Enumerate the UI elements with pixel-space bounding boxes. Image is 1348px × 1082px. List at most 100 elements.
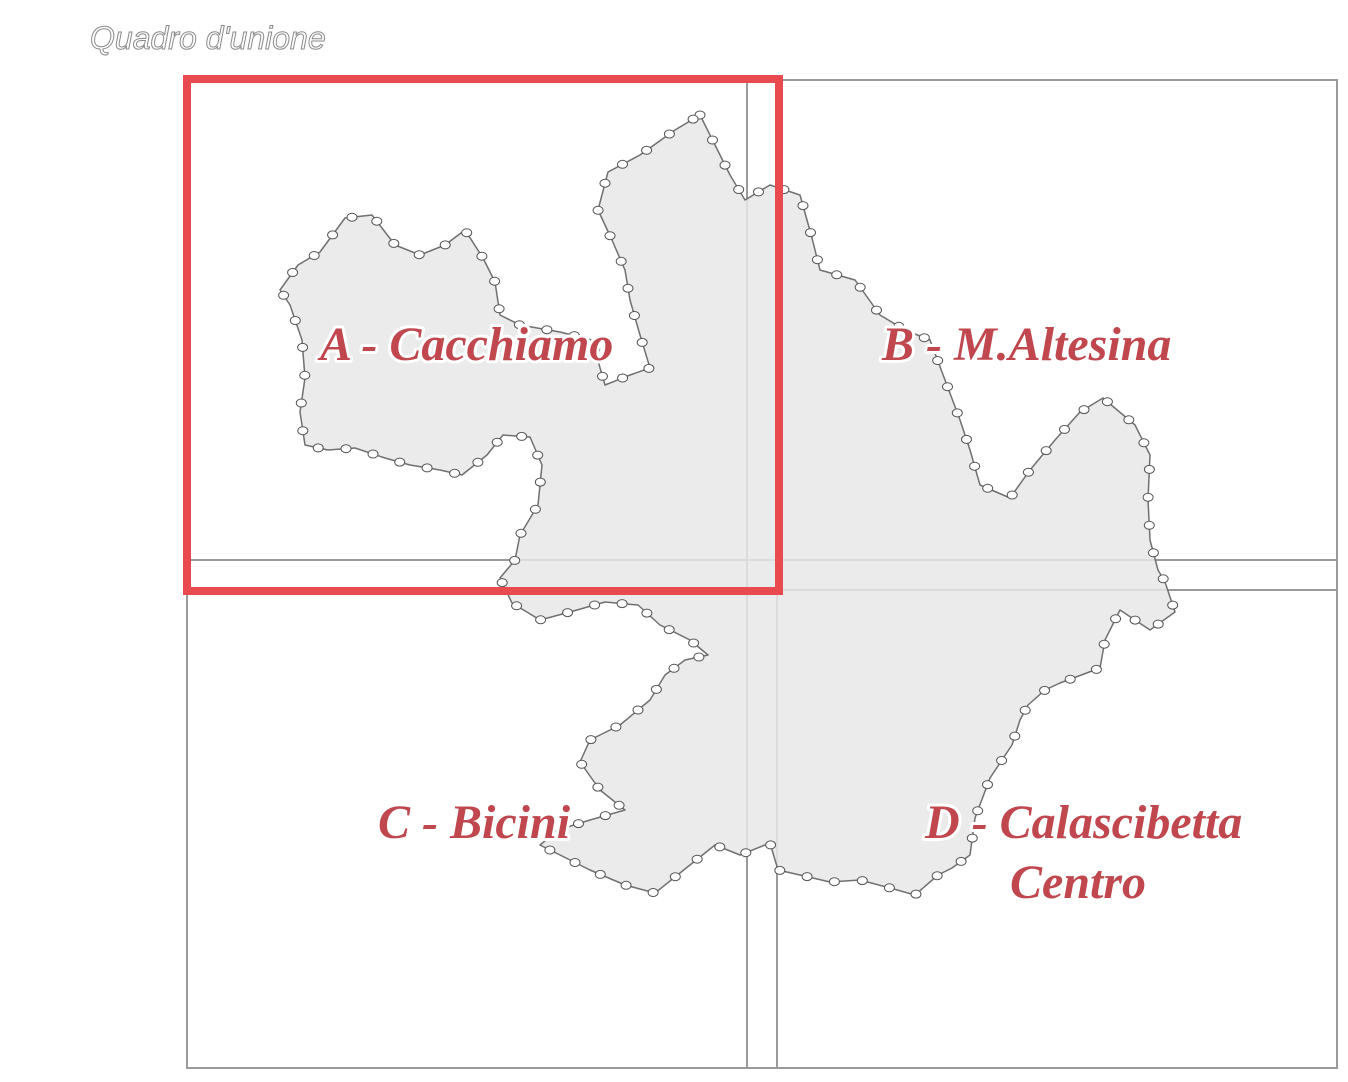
boundary-marker bbox=[312, 443, 324, 453]
boundary-marker bbox=[1129, 615, 1141, 625]
boundary-marker bbox=[476, 251, 488, 261]
boundary-marker bbox=[472, 457, 484, 467]
boundary-marker bbox=[854, 282, 866, 292]
boundary-marker bbox=[299, 370, 311, 380]
boundary-marker bbox=[439, 240, 451, 250]
boundary-marker bbox=[421, 463, 433, 473]
boundary-marker bbox=[297, 426, 309, 436]
boundary-marker bbox=[346, 212, 358, 222]
sheet-d-label-line2[interactable]: Centro bbox=[1007, 853, 1149, 912]
boundary-marker bbox=[622, 283, 634, 293]
boundary-marker bbox=[388, 238, 400, 248]
boundary-markers bbox=[278, 110, 1179, 899]
boundary-marker bbox=[1123, 415, 1135, 425]
boundary-marker bbox=[289, 316, 301, 325]
boundary-marker bbox=[1059, 424, 1070, 434]
boundary-marker bbox=[650, 684, 662, 694]
boundary-marker bbox=[496, 578, 508, 588]
boundary-marker bbox=[643, 363, 655, 373]
boundary-marker bbox=[805, 228, 816, 238]
boundary-marker bbox=[942, 382, 953, 392]
map-title: Quadro d'unione bbox=[90, 20, 327, 57]
boundary-marker bbox=[534, 477, 546, 487]
boundary-marker bbox=[604, 231, 616, 241]
boundary-marker bbox=[589, 600, 601, 610]
boundary-marker bbox=[1152, 619, 1164, 629]
boundary-marker bbox=[1098, 639, 1110, 649]
boundary-marker bbox=[707, 135, 718, 145]
boundary-marker bbox=[569, 858, 581, 867]
boundary-marker bbox=[1143, 520, 1155, 530]
boundary-marker bbox=[568, 331, 580, 341]
boundary-marker bbox=[617, 159, 628, 169]
boundary-marker bbox=[1039, 685, 1051, 695]
boundary-marker bbox=[513, 320, 525, 330]
boundary-marker bbox=[1019, 705, 1031, 715]
boundary-marker bbox=[592, 782, 604, 792]
boundary-marker bbox=[615, 256, 627, 266]
boundary-marker bbox=[308, 251, 320, 260]
boundary-marker bbox=[589, 344, 601, 354]
boundary-marker bbox=[592, 205, 604, 215]
boundary-marker bbox=[797, 201, 809, 211]
sheet-a-label[interactable]: A - Cacchiamo bbox=[314, 315, 616, 374]
boundary-marker bbox=[489, 276, 501, 286]
boundary-marker bbox=[811, 255, 823, 265]
boundary-marker bbox=[918, 333, 930, 343]
boundary-marker bbox=[753, 187, 764, 197]
territory-shape bbox=[279, 114, 1176, 896]
boundary-marker bbox=[511, 601, 523, 611]
boundary-marker bbox=[871, 305, 882, 315]
boundary-marker bbox=[616, 599, 628, 609]
boundary-marker bbox=[663, 625, 675, 635]
boundary-marker bbox=[287, 268, 299, 277]
sheet-b-label[interactable]: B - M.Altesina bbox=[878, 315, 1174, 374]
boundary-marker bbox=[765, 840, 777, 850]
sheet-c-label[interactable]: C - Bicini bbox=[375, 793, 574, 852]
boundary-marker bbox=[733, 185, 745, 194]
boundary-marker bbox=[641, 145, 653, 155]
boundary-marker bbox=[394, 457, 406, 467]
boundary-marker bbox=[576, 759, 588, 769]
boundary-marker bbox=[828, 877, 840, 887]
boundary-marker bbox=[620, 880, 632, 890]
sheet-d-label-line1[interactable]: D - Calascibetta bbox=[921, 793, 1245, 852]
boundary-marker bbox=[663, 129, 675, 139]
boundary-marker bbox=[955, 856, 967, 866]
boundary-marker bbox=[532, 450, 544, 460]
selected-sheet-highlight[interactable] bbox=[183, 75, 783, 595]
boundary-marker bbox=[491, 437, 503, 447]
boundary-marker bbox=[972, 806, 984, 816]
boundary-marker bbox=[599, 811, 611, 821]
boundary-marker bbox=[1142, 492, 1154, 502]
boundary-marker bbox=[573, 819, 584, 829]
boundary-marker bbox=[541, 325, 553, 335]
boundary-marker bbox=[461, 228, 473, 238]
boundary-marker bbox=[628, 311, 640, 320]
boundary-marker bbox=[613, 800, 625, 810]
boundary-marker bbox=[1064, 674, 1076, 684]
boundary-marker bbox=[893, 321, 905, 331]
boundary-marker bbox=[516, 431, 528, 441]
boundary-marker bbox=[594, 869, 606, 879]
boundary-marker bbox=[636, 337, 648, 347]
boundary-marker bbox=[515, 528, 527, 538]
boundary-marker bbox=[641, 608, 653, 618]
boundary-marker bbox=[278, 290, 290, 300]
boundary-marker bbox=[647, 888, 659, 897]
boundary-marker bbox=[1143, 464, 1155, 474]
boundary-marker bbox=[910, 889, 922, 899]
boundary-marker bbox=[585, 735, 597, 745]
boundary-marker bbox=[1167, 600, 1179, 610]
boundary-marker bbox=[1138, 438, 1150, 448]
boundary-marker bbox=[719, 160, 731, 170]
boundary-marker bbox=[562, 608, 574, 618]
boundary-marker bbox=[413, 250, 425, 260]
boundary-marker bbox=[1022, 467, 1034, 477]
boundary-marker bbox=[297, 342, 309, 352]
boundary-marker bbox=[982, 780, 993, 790]
boundary-marker bbox=[714, 842, 726, 852]
boundary-marker bbox=[327, 230, 339, 240]
boundary-marker bbox=[740, 848, 752, 858]
